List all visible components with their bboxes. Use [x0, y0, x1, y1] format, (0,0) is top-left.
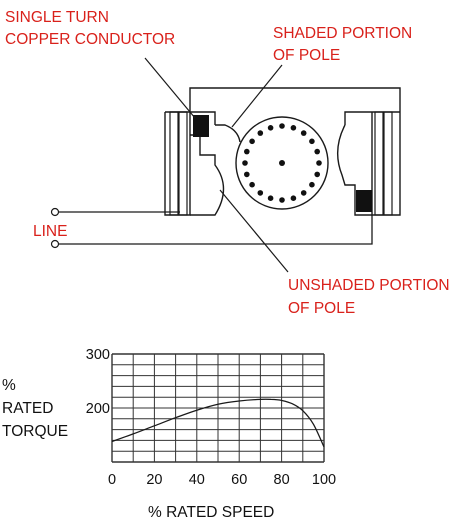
rotor-bar-dot — [257, 130, 264, 136]
unshaded-leader — [219, 189, 289, 273]
line-label: LINE — [33, 223, 67, 240]
rotor-bar-dot — [316, 160, 322, 166]
left-field-coil — [169, 111, 188, 216]
rotor-bar-dot — [279, 197, 285, 203]
rotor-bar-dot — [309, 181, 315, 188]
rotor-bars — [242, 123, 322, 203]
rotor-bar-dot — [290, 125, 297, 131]
x-tick-label: 0 — [108, 472, 116, 488]
chart-grid — [111, 353, 325, 463]
x-tick-label: 40 — [189, 472, 205, 488]
y-tick-label: 200 — [86, 401, 110, 417]
right-pole-piece — [337, 124, 372, 216]
x-tick-label: 60 — [231, 472, 247, 488]
rotor-bar-dot — [244, 171, 250, 178]
rotor-bar-dot — [267, 195, 274, 201]
x-tick-label: 100 — [312, 472, 336, 488]
rotor — [235, 116, 329, 210]
x-tick-label: 80 — [274, 472, 290, 488]
rotor-bar-dot — [257, 190, 264, 196]
conductor-label-line1: SINGLE TURN — [5, 9, 109, 26]
right-shading-coil — [356, 190, 372, 212]
line-wire-bottom — [55, 215, 373, 245]
line-terminal-top — [50, 207, 60, 217]
rotor-bar-dot — [242, 160, 248, 166]
rotor-shaft — [279, 160, 285, 166]
rotor-bar-dot — [244, 148, 250, 155]
rotor-bar-dot — [314, 171, 321, 178]
shaded-leader — [231, 64, 283, 128]
torque-speed-chart: 0 20 40 60 80 100 200 300 % RATED TORQUE % RATE… — [2, 347, 336, 521]
chart-tick-labels: 0 20 40 60 80 100 200 300 — [86, 347, 336, 488]
left-shading-coil — [193, 115, 209, 137]
motor-diagram: SINGLE TURN COPPER CONDUCTOR SHADED PORT… — [5, 9, 450, 317]
rotor-bar-dot — [249, 138, 255, 145]
rotor-bar-dot — [290, 195, 297, 201]
x-axis-label: % RATED SPEED — [148, 504, 274, 521]
stator-top-bar — [189, 87, 401, 112]
rotor-bar-dot — [249, 181, 255, 188]
y-axis-label-line1: % — [2, 377, 16, 394]
conductor-leader — [144, 57, 196, 119]
y-axis-label-line3: TORQUE — [2, 423, 68, 440]
y-tick-label: 300 — [86, 347, 110, 363]
left-pole-piece — [190, 134, 225, 216]
y-axis-label-line2: RATED — [2, 400, 53, 417]
shaded-label-line1: SHADED PORTION — [273, 25, 412, 42]
rotor-bar-dot — [300, 190, 307, 196]
right-field-coil — [374, 111, 393, 216]
x-tick-label: 20 — [146, 472, 162, 488]
rotor-bar-dot — [314, 148, 321, 155]
rotor-bar-dot — [309, 138, 315, 145]
rotor-bar-dot — [300, 130, 307, 136]
rotor-bar-dot — [267, 125, 274, 131]
rotor-bar-dot — [279, 123, 285, 129]
conductor-label-line2: COPPER CONDUCTOR — [5, 31, 175, 48]
unshaded-label-line2: OF POLE — [288, 300, 355, 317]
torque-curve — [111, 398, 325, 448]
unshaded-label-line1: UNSHADED PORTION — [288, 277, 450, 294]
shaded-label-line2: OF POLE — [273, 47, 340, 64]
left-pole-notch — [215, 124, 241, 143]
line-terminal-bottom — [50, 239, 60, 249]
